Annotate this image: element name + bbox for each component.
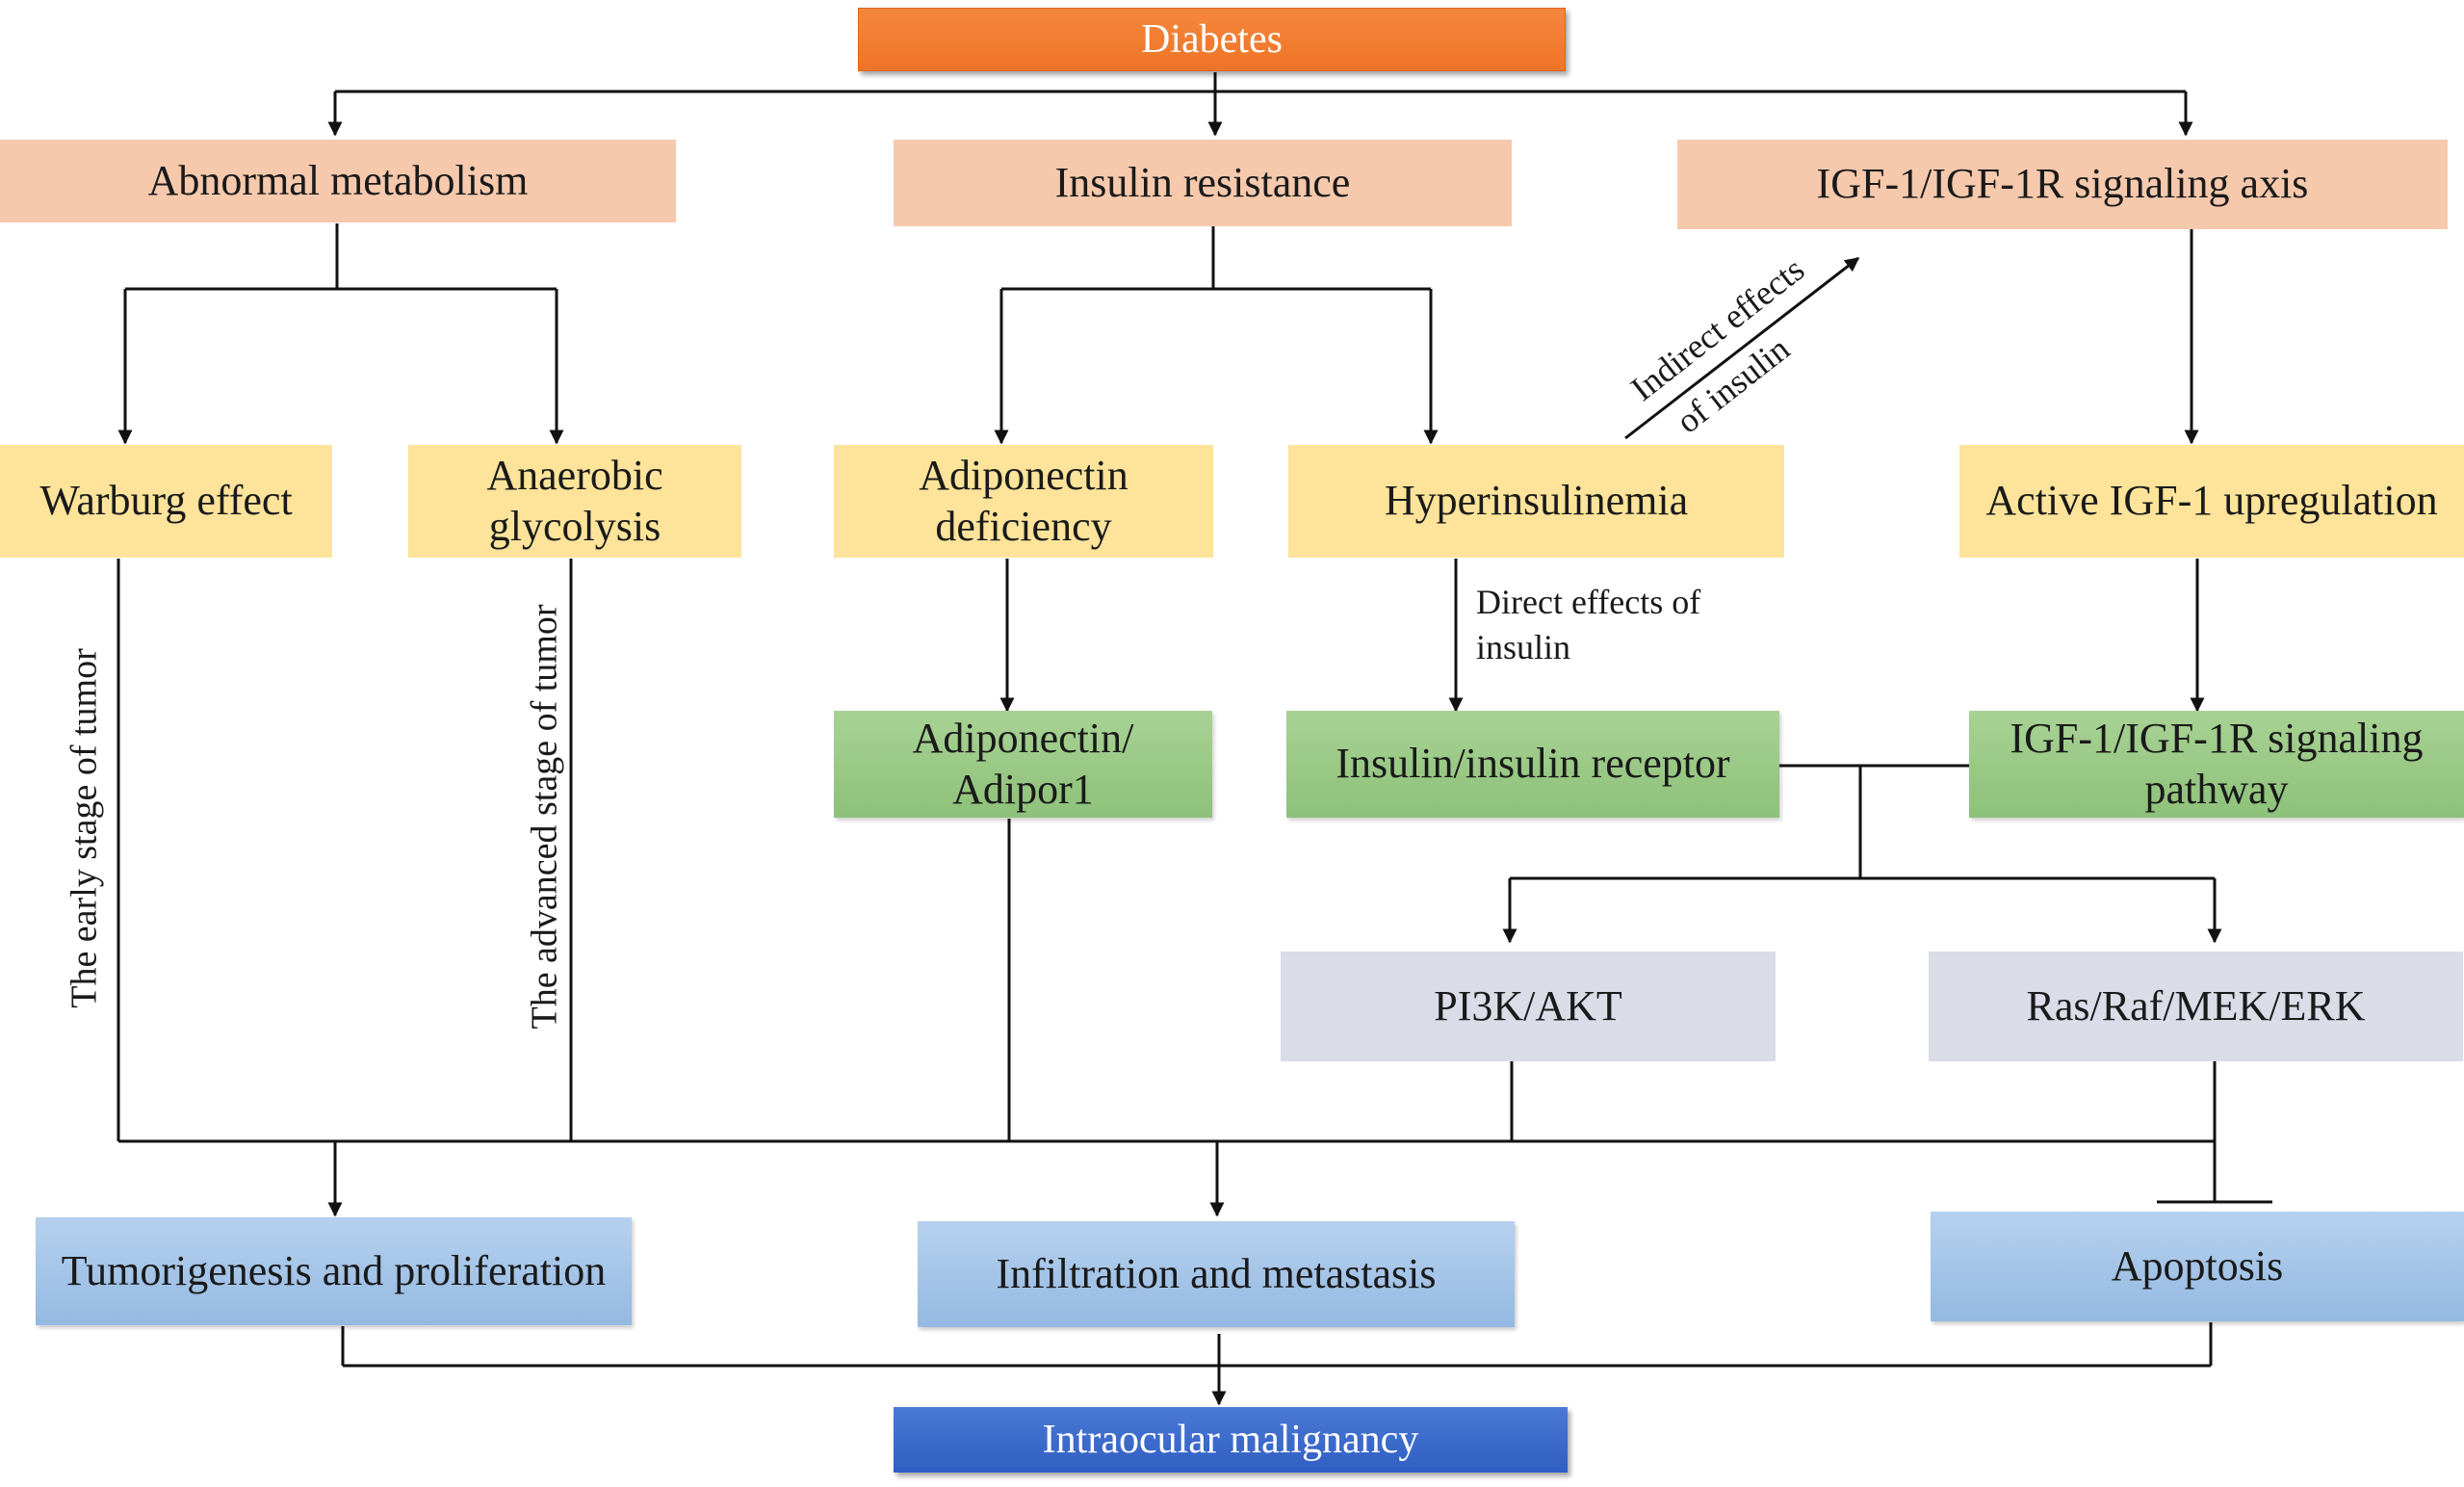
node-diabetes-label: Diabetes xyxy=(1141,16,1283,62)
node-insulin-resistance-label: Insulin resistance xyxy=(1054,158,1351,206)
node-infiltration-metastasis-label: Infiltration and metastasis xyxy=(996,1249,1437,1297)
node-adiponectin-deficiency: Adiponectin deficiency xyxy=(834,445,1213,558)
node-intraocular-malignancy-label: Intraocular malignancy xyxy=(1042,1417,1419,1462)
node-warburg-effect: Warburg effect xyxy=(0,445,332,558)
abnormal-metabolism-stem xyxy=(125,223,339,291)
node-insulin-resistance: Insulin resistance xyxy=(894,140,1512,226)
node-igf-signaling-pathway: IGF-1/IGF-1R signaling pathway xyxy=(1969,711,2464,818)
node-abnormal-metabolism-label: Abnormal metabolism xyxy=(147,156,529,204)
node-adiponectin-adipor1-label: Adiponectin/ Adipor1 xyxy=(912,714,1134,813)
node-warburg-effect-label: Warburg effect xyxy=(39,477,293,525)
node-infiltration-metastasis: Infiltration and metastasis xyxy=(918,1221,1515,1327)
node-adiponectin-deficiency-label: Adiponectin deficiency xyxy=(919,451,1128,550)
node-ras-raf-mek-erk-label: Ras/Raf/MEK/ERK xyxy=(2026,981,2366,1030)
label-advanced-stage: The advanced stage of tumor xyxy=(524,604,565,1030)
node-intraocular-malignancy: Intraocular malignancy xyxy=(894,1407,1568,1473)
insulin-resistance-stem xyxy=(1001,223,1215,291)
node-active-igf1-upregulation: Active IGF-1 upregulation xyxy=(1959,445,2464,558)
node-igf-signaling-pathway-label: IGF-1/IGF-1R signaling pathway xyxy=(2010,714,2424,813)
node-hyperinsulinemia: Hyperinsulinemia xyxy=(1288,445,1784,558)
label-direct-effects: Direct effects of insulin xyxy=(1476,583,1701,666)
node-pi3k-akt-label: PI3K/AKT xyxy=(1434,981,1622,1030)
node-hyperinsulinemia-label: Hyperinsulinemia xyxy=(1384,477,1689,525)
node-adiponectin-adipor1: Adiponectin/ Adipor1 xyxy=(834,711,1212,818)
node-insulin-receptor-label: Insulin/insulin receptor xyxy=(1336,740,1730,788)
node-tumorigenesis-proliferation: Tumorigenesis and proliferation xyxy=(36,1217,632,1325)
node-anaerobic-glycolysis-label: Anaerobic glycolysis xyxy=(486,451,663,550)
node-insulin-receptor: Insulin/insulin receptor xyxy=(1286,711,1779,818)
node-apoptosis-label: Apoptosis xyxy=(2111,1241,2284,1290)
node-anaerobic-glycolysis: Anaerobic glycolysis xyxy=(408,445,741,558)
label-early-stage: The early stage of tumor xyxy=(64,648,105,1008)
node-tumorigenesis-proliferation-label: Tumorigenesis and proliferation xyxy=(61,1246,607,1294)
node-igf-axis: IGF-1/IGF-1R signaling axis xyxy=(1677,140,2448,229)
node-apoptosis: Apoptosis xyxy=(1931,1212,2464,1321)
node-abnormal-metabolism: Abnormal metabolism xyxy=(0,140,676,222)
node-diabetes: Diabetes xyxy=(858,8,1566,71)
node-active-igf1-upregulation-label: Active IGF-1 upregulation xyxy=(1985,477,2438,525)
arrow-indirect-effects xyxy=(1624,256,1860,440)
node-igf-axis-label: IGF-1/IGF-1R signaling axis xyxy=(1816,160,2309,208)
node-pi3k-akt: PI3K/AKT xyxy=(1281,952,1776,1061)
node-ras-raf-mek-erk: Ras/Raf/MEK/ERK xyxy=(1929,952,2463,1061)
